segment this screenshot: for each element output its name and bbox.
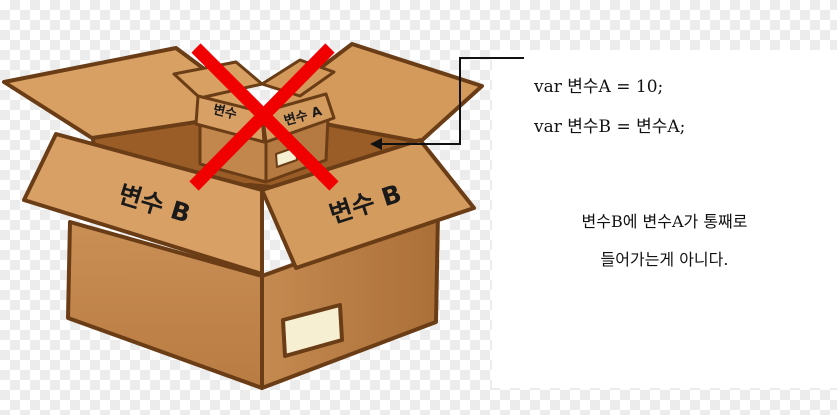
red-x-icon (189, 43, 339, 191)
note-line-2: 들어가는게 아니다. (600, 250, 729, 269)
shipping-label (281, 303, 344, 358)
explanation-panel: var 변수A = 10; var 변수B = 변수A; 변수B에 변수A가 통… (492, 50, 837, 388)
inner-box-label-left: 변수 (211, 102, 238, 122)
outer-box-front-left-flap (22, 132, 264, 276)
outer-box: 변수 B 변수 B (2, 42, 484, 390)
code-line-2: var 변수B = 변수A; (534, 117, 686, 137)
code-line-1: var 변수A = 10; (534, 77, 664, 97)
note-line-1: 변수B에 변수A가 통째로 (581, 212, 748, 231)
outer-box-front-right-flap (260, 138, 476, 270)
